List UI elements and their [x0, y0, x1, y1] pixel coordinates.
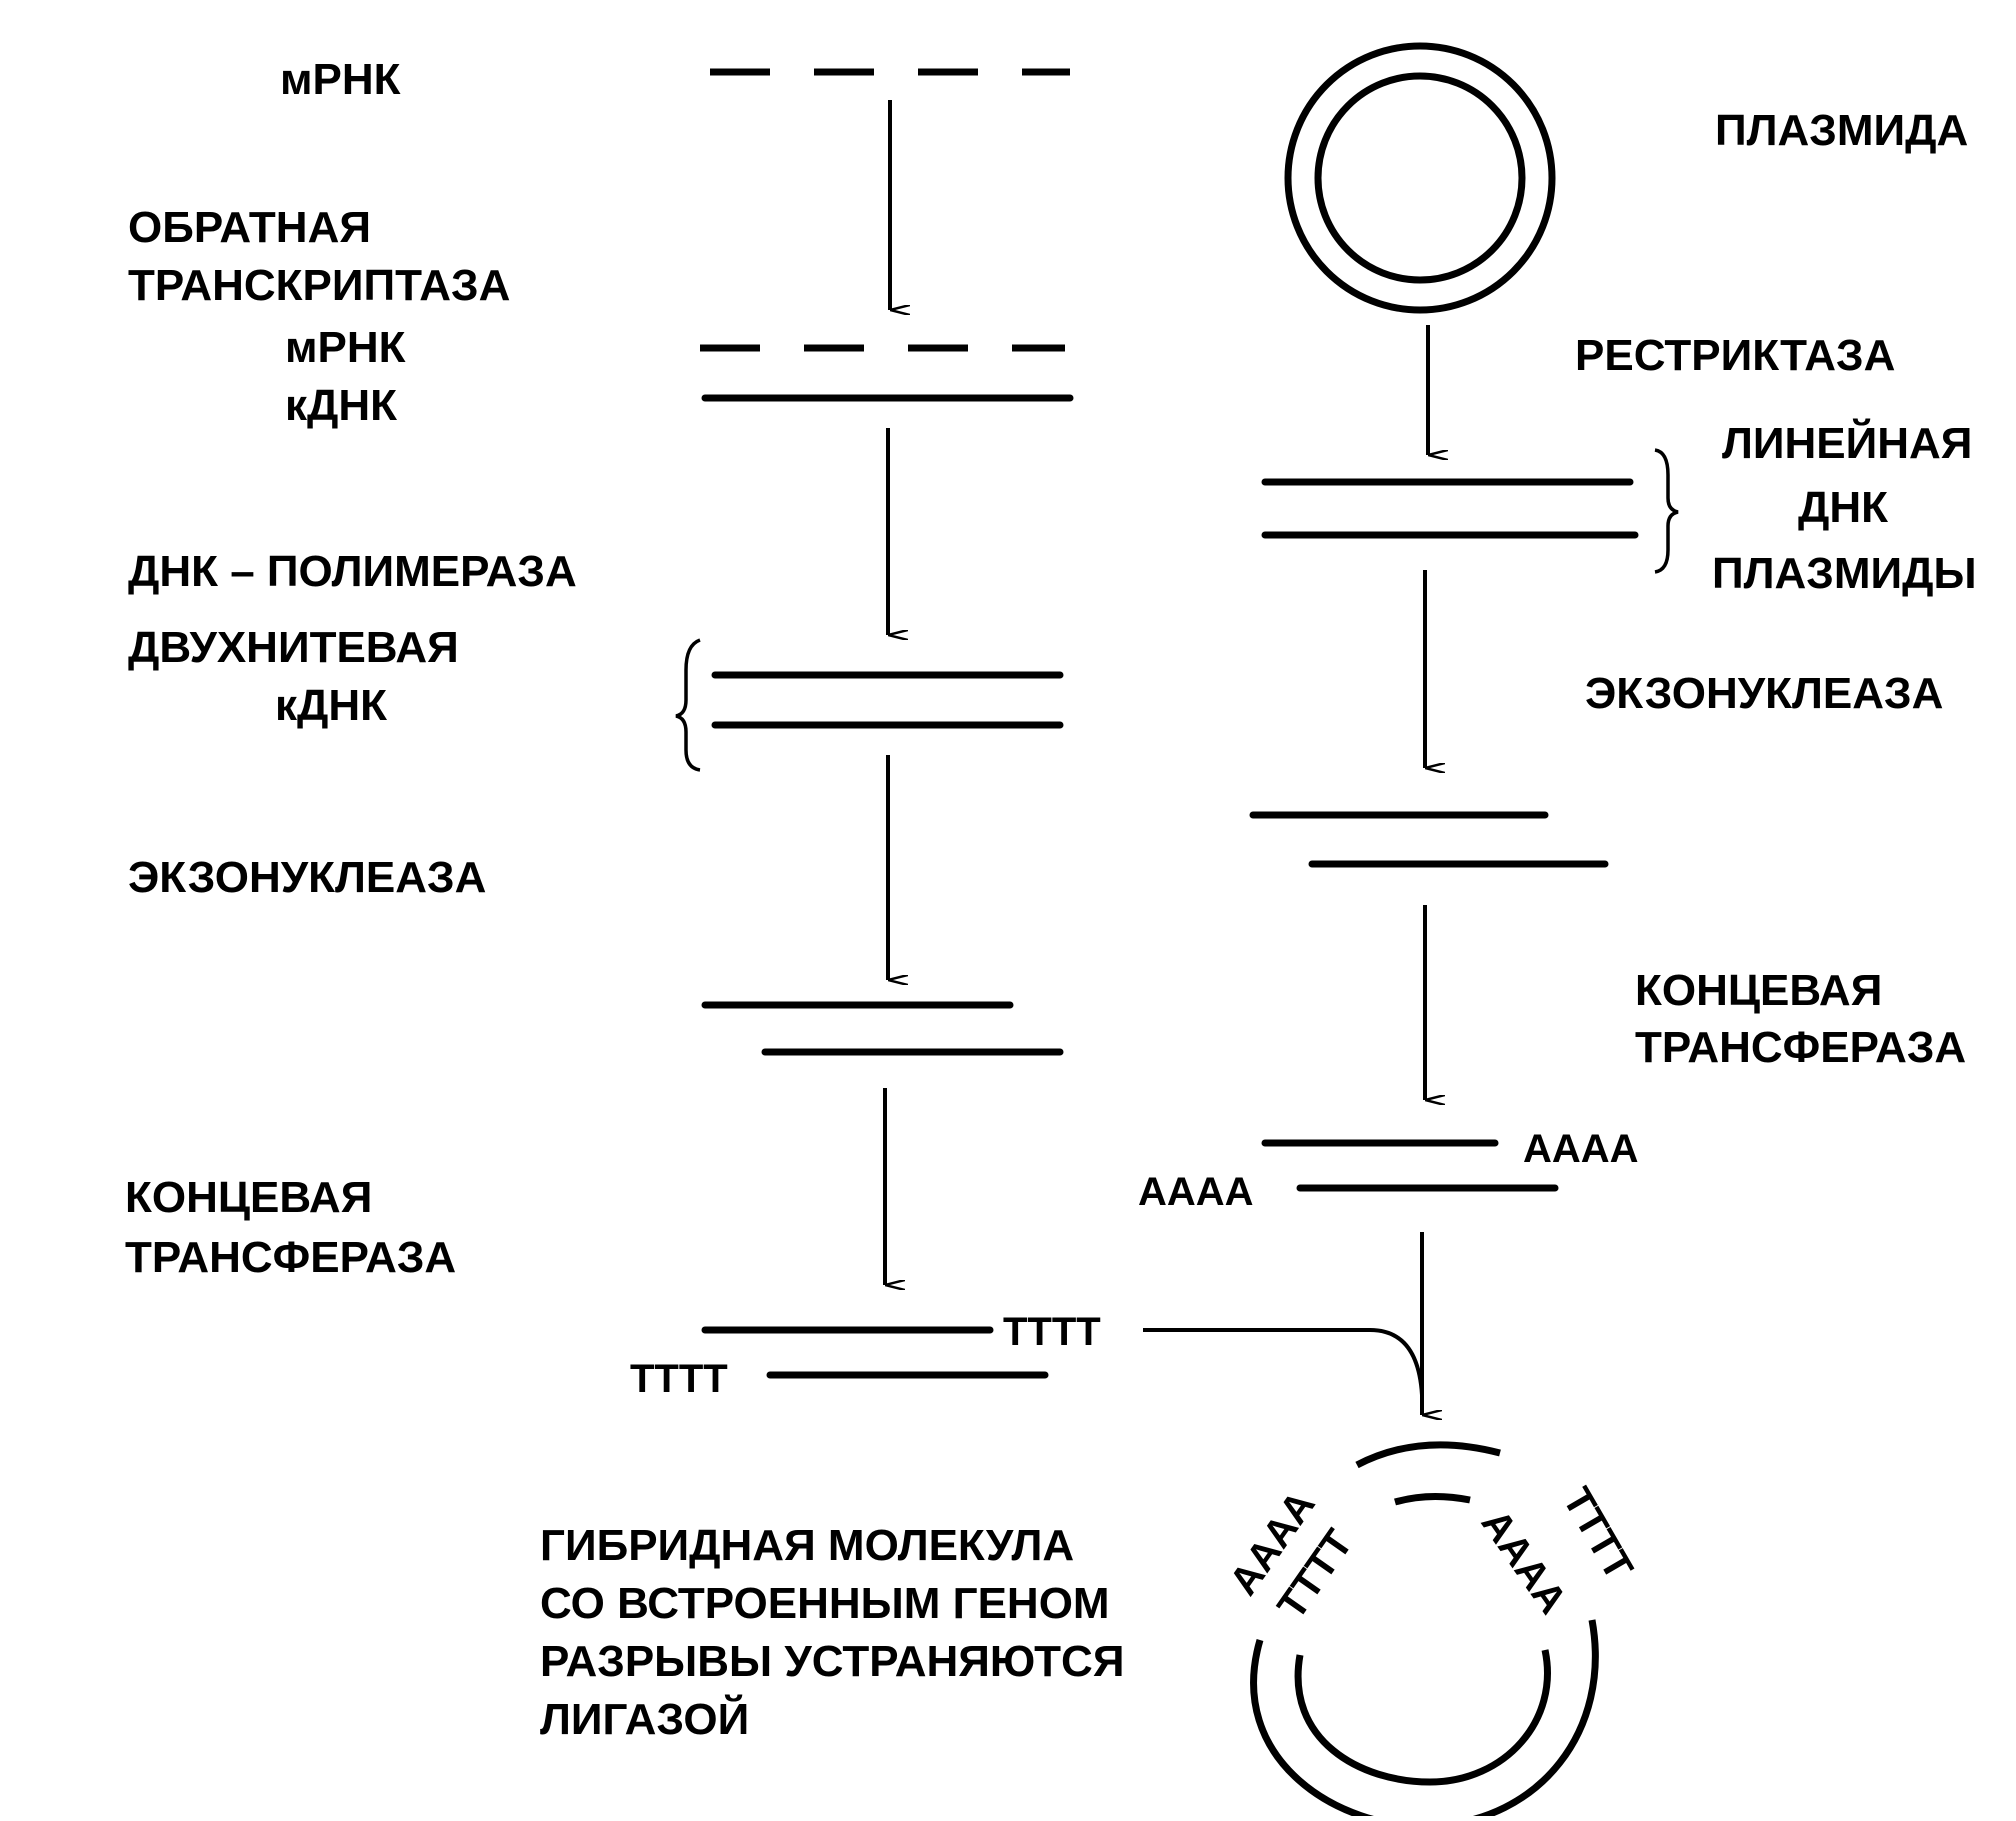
- linear-dna-label-2: ДНК: [1798, 483, 1888, 532]
- terminal-transferase-label-left-1: КОНЦЕВАЯ: [125, 1173, 372, 1222]
- mrna-label-2: мРНК: [285, 323, 406, 372]
- mrna-label: мРНК: [280, 55, 401, 104]
- a-tail-bottom: AAAA: [1138, 1170, 1254, 1214]
- ring-t-tail-right: TTTT: [1554, 1481, 1641, 1588]
- insertion-path: [1143, 1328, 1424, 1396]
- hybrid-caption-3: РАЗРЫВЫ УСТРАНЯЮТСЯ: [540, 1637, 1124, 1686]
- terminal-transferase-label-left-2: ТРАНСФЕРАЗА: [125, 1233, 456, 1282]
- plasmid-inner-ring: [1314, 72, 1526, 284]
- exonuclease-label-left: ЭКЗОНУКЛЕАЗА: [128, 853, 486, 902]
- linear-dna-label-1: ЛИНЕЙНАЯ: [1722, 417, 1972, 468]
- terminal-transferase-label-right-1: КОНЦЕВАЯ: [1635, 966, 1882, 1015]
- t-tail-top: TTTT: [1003, 1310, 1101, 1354]
- ring-a-tail-right: AAAA: [1473, 1502, 1575, 1622]
- hybrid-outer-arc-top: [1355, 1441, 1501, 1469]
- plasmid-label: ПЛАЗМИДА: [1715, 106, 1968, 155]
- a-tail-top: AAAA: [1523, 1127, 1639, 1171]
- reverse-transcriptase-label-2: ТРАНСКРИПТАЗА: [128, 261, 510, 310]
- t-tail-bottom: TTTT: [630, 1357, 728, 1401]
- hybrid-outer-arc-bottom: [1250, 1619, 1599, 1821]
- hybrid-inner-arc-bottom: [1294, 1649, 1551, 1786]
- hybrid-caption-4: ЛИГАЗОЙ: [540, 1693, 749, 1744]
- double-strand-label-1: ДВУХНИТЕВАЯ: [128, 623, 459, 672]
- dna-polymerase-label: ДНК – ПОЛИМЕРАЗА: [128, 547, 577, 596]
- plasmid-outer-ring: [1284, 42, 1556, 314]
- double-strand-brace: [675, 638, 701, 772]
- hybrid-molecule: AAAA TTTT AAAA TTTT: [1221, 1441, 1641, 1821]
- cdna-label: кДНК: [285, 381, 397, 430]
- exonuclease-label-right: ЭКЗОНУКЛЕАЗА: [1585, 669, 1943, 718]
- hybrid-caption-2: СО ВСТРОЕННЫМ ГЕНОМ: [540, 1579, 1110, 1628]
- hybrid-inner-arc-top: [1394, 1492, 1471, 1506]
- double-strand-label-2: кДНК: [275, 681, 387, 730]
- reverse-transcriptase-label-1: ОБРАТНАЯ: [128, 203, 371, 252]
- terminal-transferase-label-right-2: ТРАНСФЕРАЗА: [1635, 1023, 1966, 1072]
- linear-dna-label-3: ПЛАЗМИДЫ: [1712, 549, 1977, 598]
- restriction-enzyme-label: РЕСТРИКТАЗА: [1575, 331, 1895, 380]
- linear-dna-brace: [1654, 448, 1679, 574]
- hybrid-caption-1: ГИБРИДНАЯ МОЛЕКУЛА: [540, 1521, 1074, 1570]
